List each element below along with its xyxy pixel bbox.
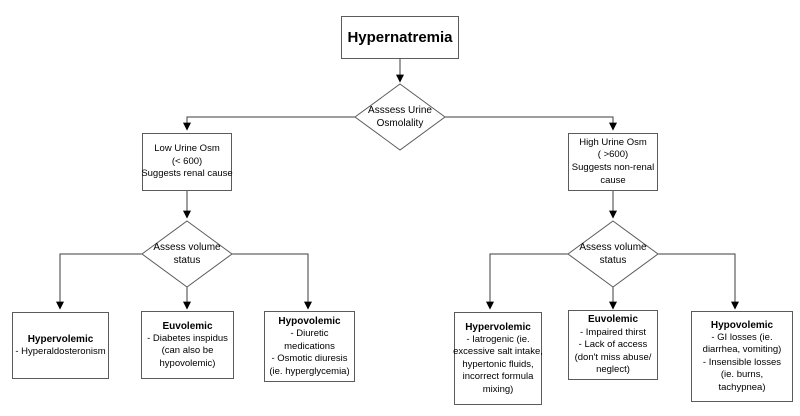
root-node-label: Hypernatremia (347, 28, 453, 46)
outcome-title: Euvolemic (587, 314, 639, 326)
outcome-right-hypovolemic-node: Hypovolemic - GI losses (ie. diarrhea, v… (691, 311, 793, 402)
edge-volume-right-to-hypovolemic (658, 253, 739, 310)
root-node-hypernatremia: Hypernatremia (341, 16, 459, 59)
outcome-left-hypovolemic-node: Hypovolemic - Diuretic medications - Osm… (264, 311, 355, 382)
outcome-body: - GI losses (ie. diarrhea, vomiting) - I… (702, 331, 782, 393)
volume-status-left-diamond-shape (141, 220, 233, 288)
outcome-body: - Impaired thirst - Lack of access (don'… (574, 326, 652, 376)
edge-urine-to-high-osm (445, 116, 617, 131)
outcome-right-hypervolemic-node: Hypervolemic - Iatrogenic (ie. excessive… (453, 312, 543, 405)
edge-volume-left-to-hypovolemic (232, 253, 312, 310)
edge-volume-left-to-hypervolemic (56, 253, 142, 310)
outcome-title: Hypovolemic (710, 319, 774, 331)
outcome-body: - Diabetes inspidus (can also be hypovol… (147, 332, 228, 369)
outcome-right-euvolemic-node: Euvolemic - Impaired thirst - Lack of ac… (568, 310, 658, 380)
outcome-title: Hypervolemic (27, 333, 94, 345)
edge-volume-right-to-hypervolemic (486, 253, 568, 310)
outcome-title: Hypervolemic (465, 321, 531, 333)
low-urine-osm-node: Low Urine Osm (< 600) Suggests renal cau… (141, 133, 233, 191)
high-urine-osm-node: High Urine Osm ( >600) Suggests non-rena… (568, 133, 658, 191)
outcome-body: - Diuretic medications - Osmotic diuresi… (269, 328, 350, 377)
volume-status-right-diamond-shape (567, 220, 659, 288)
edge-urine-to-low-osm (183, 116, 355, 131)
outcome-left-euvolemic-node: Euvolemic - Diabetes inspidus (can also … (141, 311, 234, 379)
outcome-title: Euvolemic (162, 320, 213, 332)
urine-osmolality-diamond-shape (354, 83, 446, 151)
outcome-body: - Hyperaldosteronism (15, 345, 106, 357)
outcome-title: Hypovolemic (278, 315, 341, 327)
outcome-left-hypervolemic-node: Hypervolemic - Hyperaldosteronism (12, 312, 109, 379)
outcome-body: - Iatrogenic (ie. excessive salt intake,… (453, 333, 543, 395)
